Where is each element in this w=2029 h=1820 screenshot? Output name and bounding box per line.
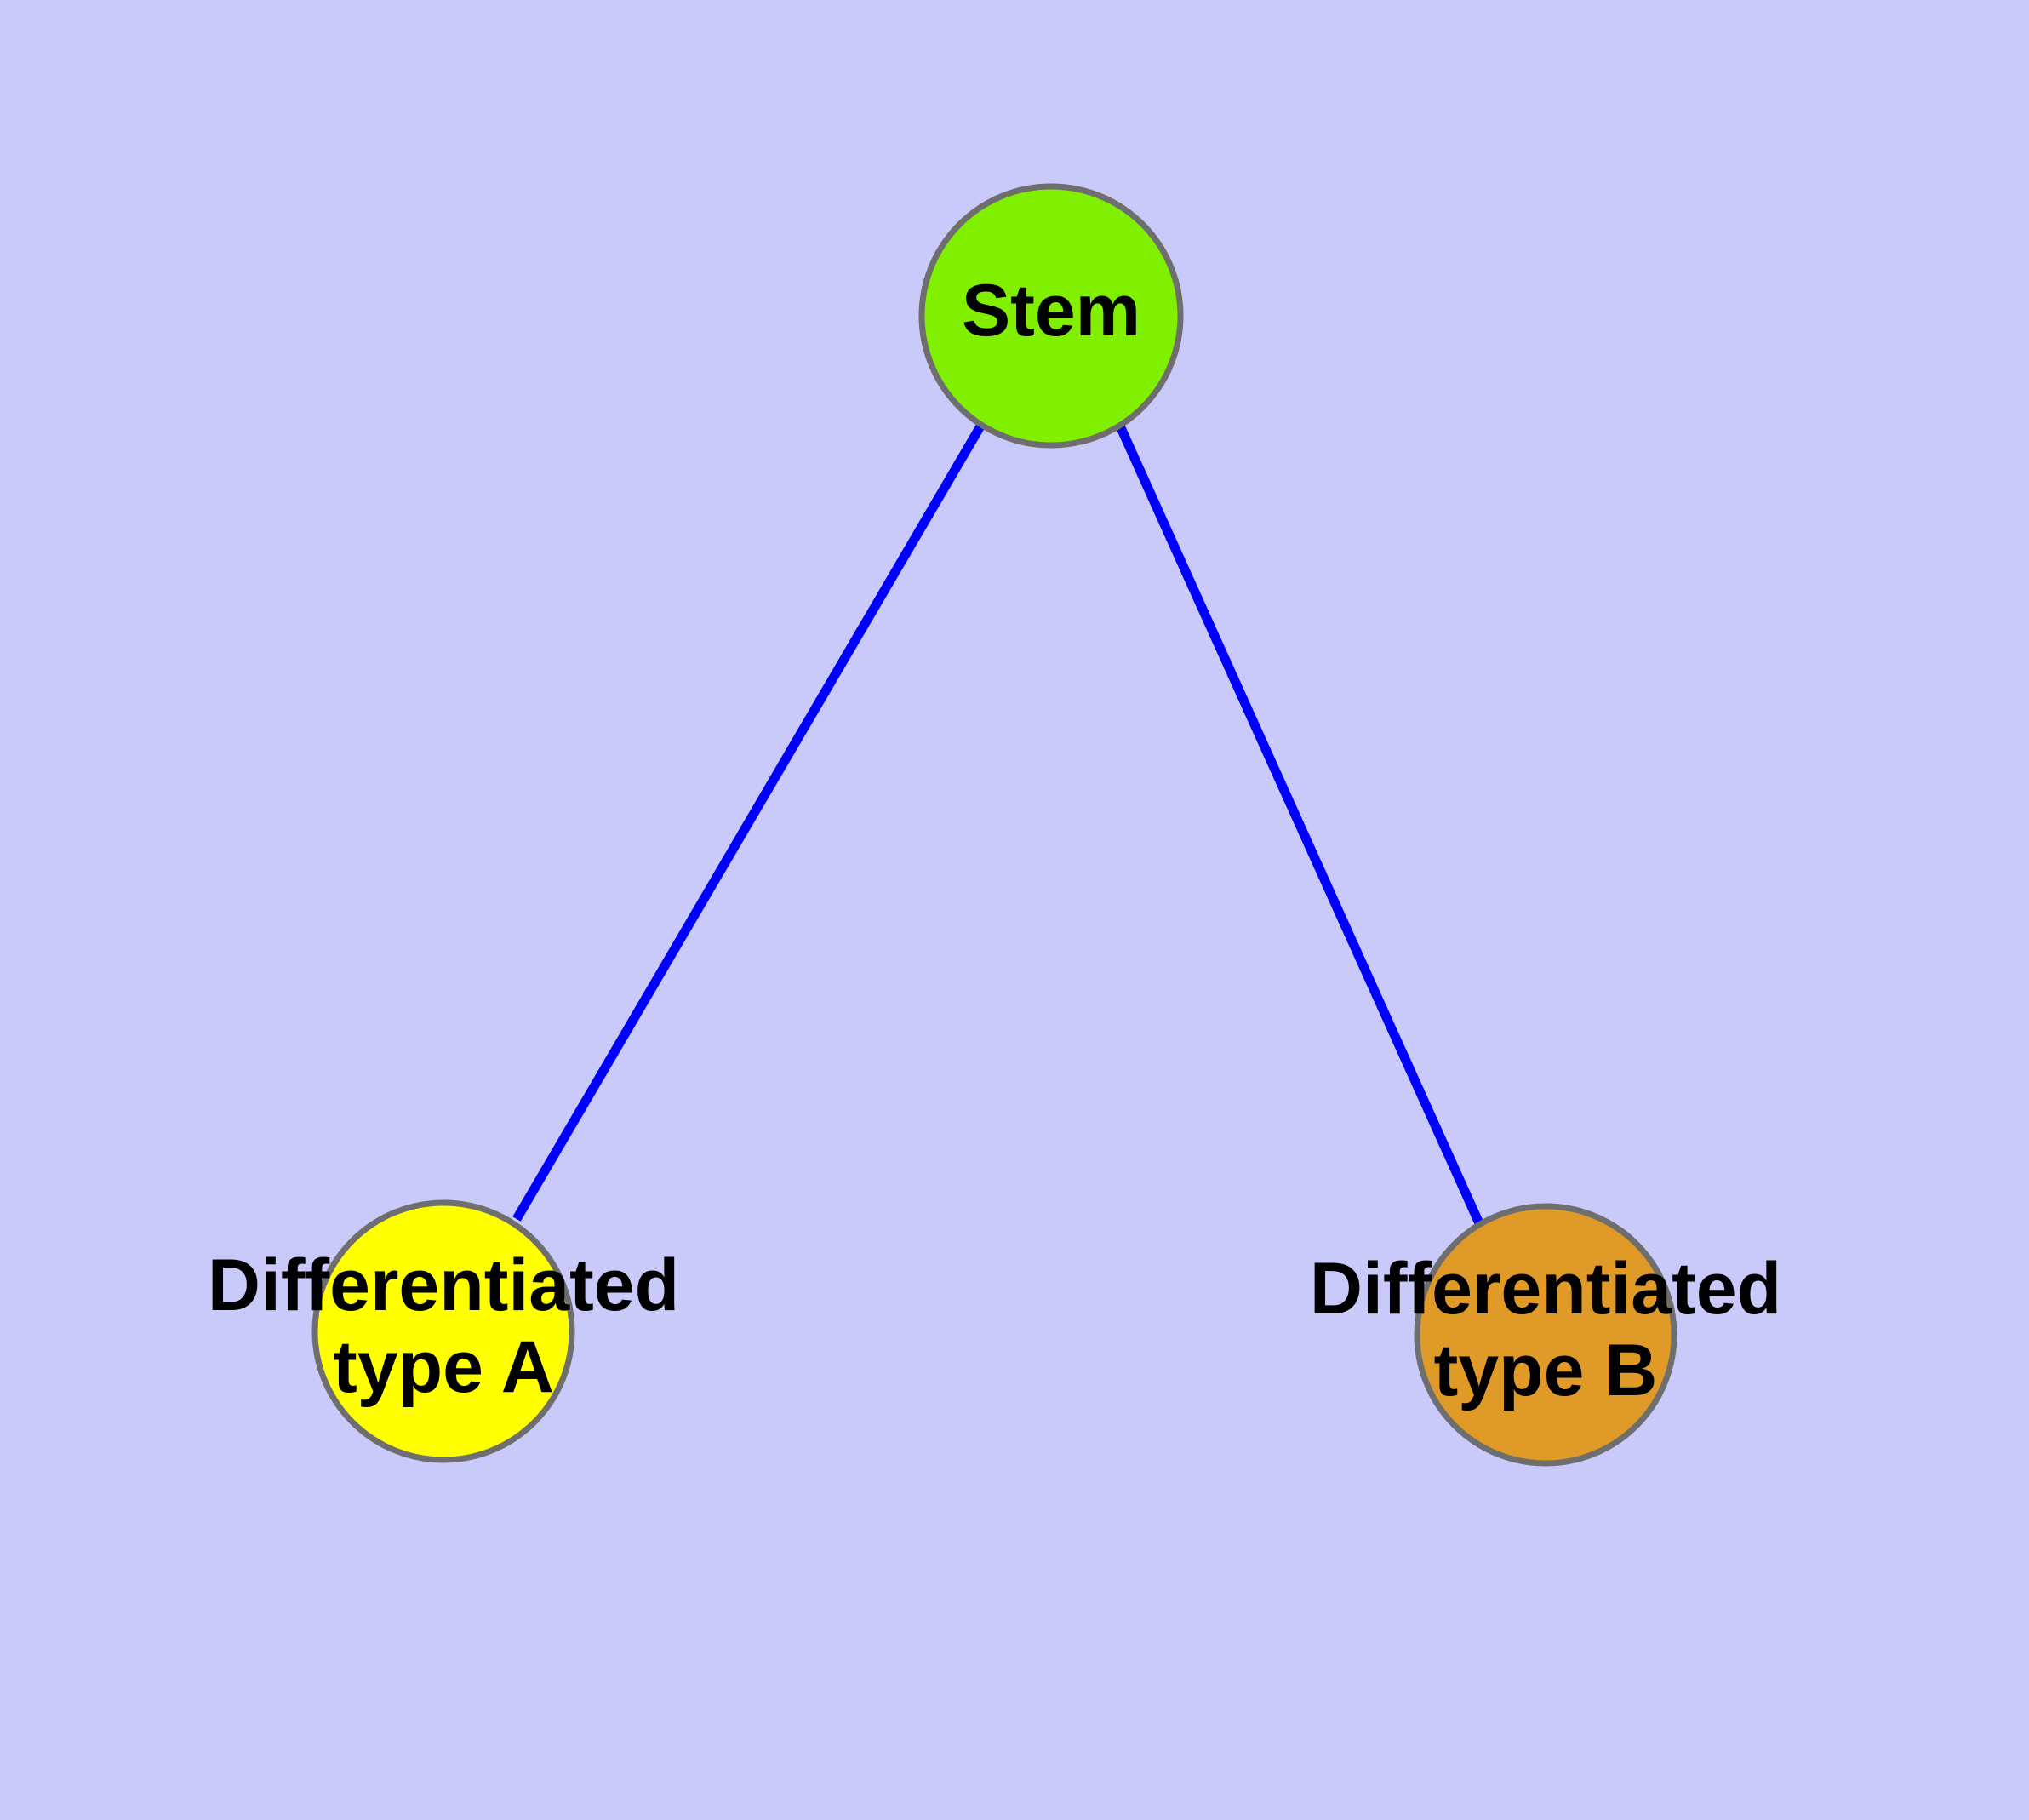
node-stem[interactable] — [918, 183, 1184, 449]
node-diff_a[interactable] — [311, 1199, 575, 1463]
edge-stem-to-diff-a[interactable] — [512, 422, 986, 1222]
node-label-line: type B — [1434, 1330, 1658, 1411]
edge-stem-to-diff-b[interactable] — [1113, 420, 1484, 1226]
node-diff_b[interactable] — [1414, 1203, 1677, 1467]
node-label-stem: Stem — [962, 270, 1140, 352]
node-label-line: Differentiated — [208, 1245, 679, 1326]
node-label-line: Stem — [962, 270, 1140, 352]
nodes-layer — [311, 183, 1677, 1467]
node-label-line: Differentiated — [1310, 1248, 1781, 1330]
edges-layer — [512, 420, 1484, 1226]
node-label-line: type A — [333, 1326, 554, 1408]
